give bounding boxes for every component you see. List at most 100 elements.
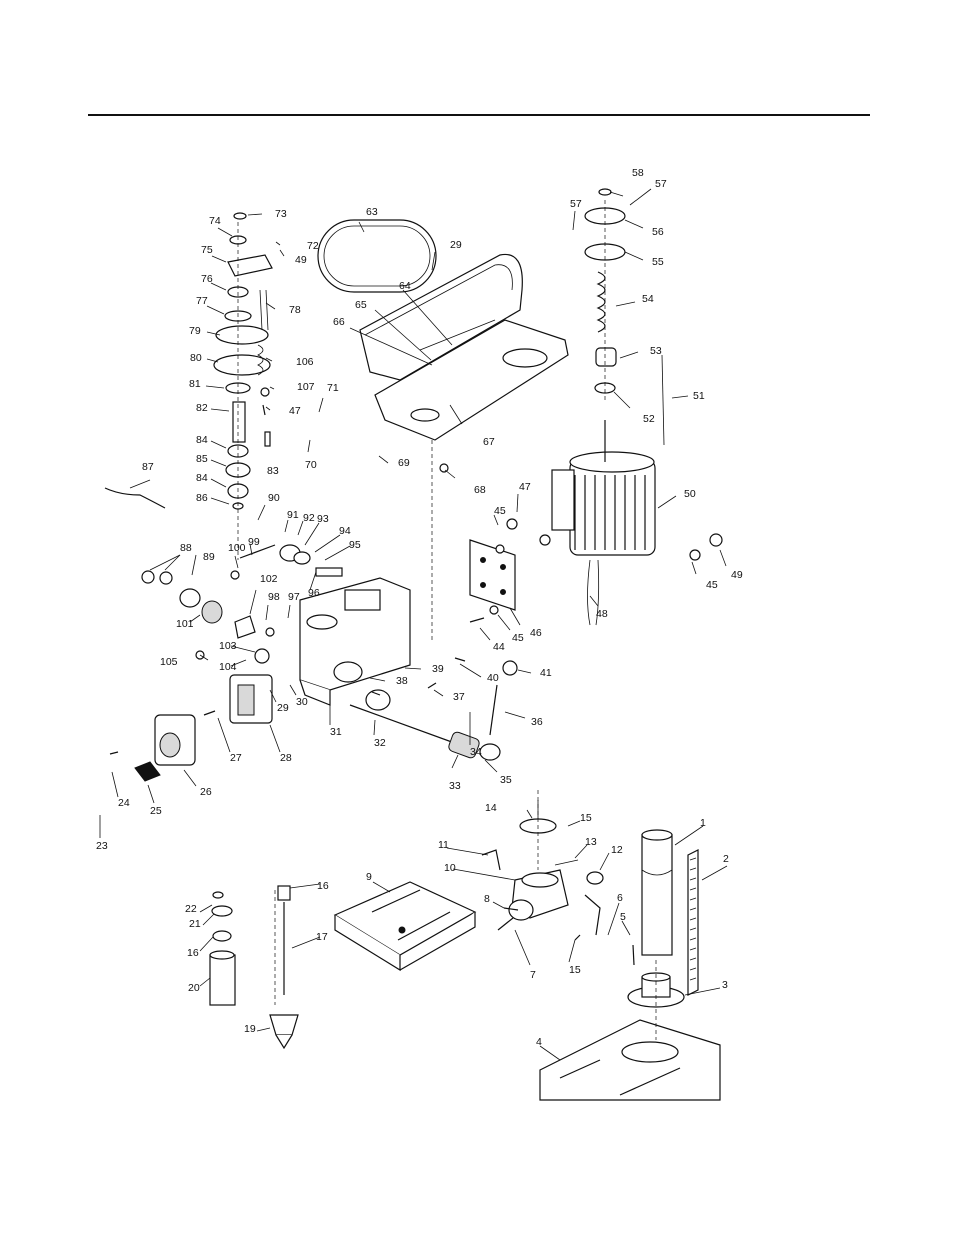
part-label-48: 48	[596, 608, 608, 620]
part-label-29: 29	[450, 239, 462, 251]
part-label-71: 71	[327, 382, 339, 394]
belt-63	[317, 219, 437, 293]
part-label-8: 8	[484, 893, 490, 905]
part-label-88: 88	[180, 542, 192, 554]
part-label-17: 17	[316, 931, 328, 943]
base-4	[539, 1019, 721, 1101]
part-label-33: 33	[449, 780, 461, 792]
part-label-52: 52	[643, 413, 655, 425]
part-label-82: 82	[196, 402, 208, 414]
part-label-50: 50	[684, 488, 696, 500]
part-label-37: 37	[453, 691, 465, 703]
part-label-49: 49	[731, 569, 743, 581]
part-label-19: 19	[244, 1023, 256, 1035]
part-label-47: 47	[519, 481, 531, 493]
part-label-100: 100	[228, 542, 246, 554]
part-label-64: 64	[399, 280, 411, 292]
part-label-106: 106	[296, 356, 314, 368]
part-label-21: 21	[189, 918, 201, 930]
motor-mount-46	[469, 539, 516, 611]
table-bracket-10	[481, 800, 604, 936]
assembly-centerlines	[237, 200, 657, 1040]
part-label-84: 84	[196, 434, 208, 446]
part-label-101: 101	[176, 618, 194, 630]
part-label-2: 2	[723, 853, 729, 865]
part-label-11: 11	[438, 839, 449, 851]
part-label-40: 40	[487, 672, 499, 684]
part-label-77: 77	[196, 295, 208, 307]
part-label-47: 47	[289, 405, 301, 417]
part-label-93: 93	[317, 513, 329, 525]
part-label-80: 80	[190, 352, 202, 364]
part-label-69: 69	[398, 457, 410, 469]
part-label-51: 51	[693, 390, 705, 402]
part-label-45: 45	[706, 579, 718, 591]
table-9	[333, 881, 477, 972]
part-label-45: 45	[512, 632, 524, 644]
part-label-74: 74	[209, 215, 221, 227]
part-label-67: 67	[483, 436, 495, 448]
part-label-84: 84	[196, 472, 208, 484]
part-label-41: 41	[540, 667, 552, 679]
part-label-70: 70	[305, 459, 317, 471]
part-label-105: 105	[160, 656, 178, 668]
part-label-7: 7	[530, 969, 536, 981]
part-label-66: 66	[333, 316, 345, 328]
spindle-pulley-stack	[213, 212, 273, 510]
part-label-73: 73	[275, 208, 287, 220]
part-label-28: 28	[280, 752, 292, 764]
part-label-79: 79	[189, 325, 201, 337]
part-label-12: 12	[611, 844, 623, 856]
part-label-91: 91	[287, 509, 299, 521]
part-label-54: 54	[642, 293, 654, 305]
part-label-24: 24	[118, 797, 130, 809]
part-label-68: 68	[474, 484, 486, 496]
head-body-31	[299, 577, 411, 706]
part-label-53: 53	[650, 345, 662, 357]
part-label-86: 86	[196, 492, 208, 504]
part-label-96: 96	[308, 587, 320, 599]
part-label-25: 25	[150, 805, 162, 817]
part-label-14: 14	[485, 802, 497, 814]
part-label-1: 1	[700, 817, 706, 829]
spindle-17	[269, 885, 299, 1050]
part-label-95: 95	[349, 539, 361, 551]
part-label-38: 38	[396, 675, 408, 687]
part-label-9: 9	[366, 871, 372, 883]
part-label-85: 85	[196, 453, 208, 465]
part-label-22: 22	[185, 903, 197, 915]
part-label-39: 39	[432, 663, 444, 675]
quill-20	[209, 891, 236, 1006]
part-label-16: 16	[317, 880, 329, 892]
part-label-26: 26	[200, 786, 212, 798]
part-label-44: 44	[493, 641, 505, 653]
part-label-97: 97	[288, 591, 300, 603]
part-label-83: 83	[267, 465, 279, 477]
part-label-89: 89	[203, 551, 215, 563]
part-label-13: 13	[585, 836, 597, 848]
part-label-35: 35	[500, 774, 512, 786]
part-label-58: 58	[632, 167, 644, 179]
motor-50	[551, 420, 656, 626]
part-label-31: 31	[330, 726, 342, 738]
rack-2	[687, 849, 699, 996]
part-label-65: 65	[355, 299, 367, 311]
part-label-15: 15	[580, 812, 592, 824]
part-label-76: 76	[201, 273, 213, 285]
pulley-cover	[359, 253, 569, 441]
pinion-shaft-33	[349, 689, 501, 761]
part-label-103: 103	[219, 640, 237, 652]
part-label-45: 45	[494, 505, 506, 517]
part-label-32: 32	[374, 737, 386, 749]
part-label-36: 36	[531, 716, 543, 728]
part-label-10: 10	[444, 862, 456, 874]
part-label-5: 5	[620, 911, 626, 923]
part-label-94: 94	[339, 525, 351, 537]
part-label-98: 98	[268, 591, 280, 603]
part-label-72: 72	[307, 240, 319, 252]
part-label-99: 99	[248, 536, 260, 548]
part-label-20: 20	[188, 982, 200, 994]
part-label-55: 55	[652, 256, 664, 268]
part-label-34: 34	[470, 746, 482, 758]
